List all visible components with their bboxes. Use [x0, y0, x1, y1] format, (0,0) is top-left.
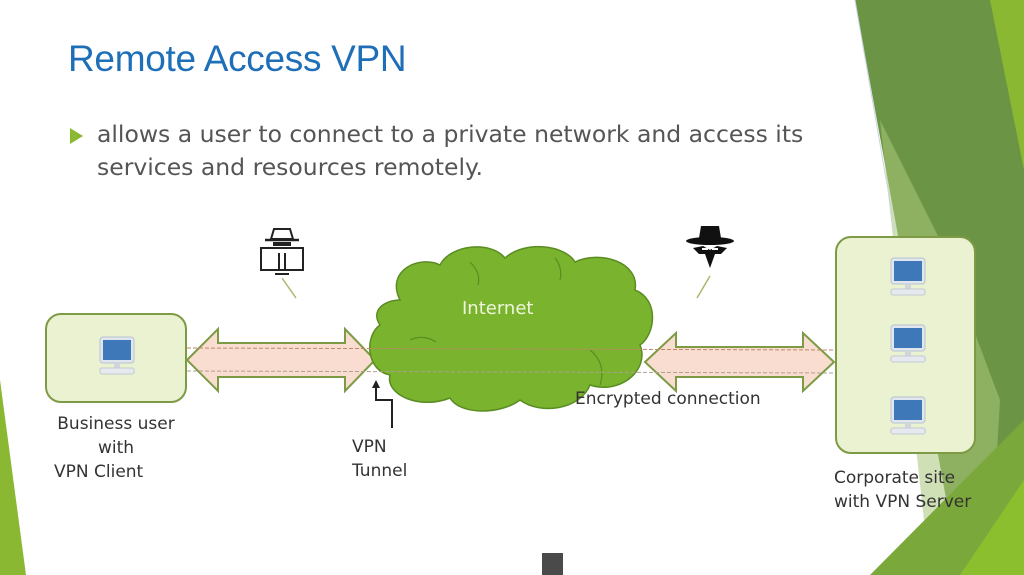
eavesdrop-arrow-right	[696, 275, 711, 299]
left-decor	[0, 380, 26, 575]
internet-label: Internet	[462, 298, 534, 319]
client-label-line3: VPN Client	[54, 462, 144, 482]
desktop-computer-icon	[99, 336, 135, 375]
desktop-computer-icon	[890, 396, 926, 435]
tunnel-label: VPN Tunnel	[352, 435, 422, 483]
bullet-text: allows a user to connect to a private ne…	[97, 120, 804, 181]
tunnel-pointer	[375, 384, 393, 428]
slide-title: Remote Access VPN	[68, 38, 407, 79]
tunnel-line-bottom	[186, 370, 836, 374]
bullet-arrow-icon	[70, 128, 83, 144]
hacker-computer-icon	[260, 228, 304, 275]
tunnel-line-top	[186, 347, 836, 351]
client-label-line2: with	[97, 438, 135, 458]
client-label-line1: Business user	[57, 414, 175, 434]
eavesdrop-arrow-left	[281, 277, 297, 299]
server-label: Corporate site with VPN Server	[834, 466, 1014, 514]
server-label-line2: with VPN Server	[834, 492, 972, 512]
right-decor-line	[854, 0, 896, 231]
right-decor-bottom2	[960, 480, 1024, 575]
internet-cloud	[369, 245, 654, 412]
right-decor-light-top	[990, 0, 1024, 170]
left-double-arrow	[185, 326, 377, 394]
desktop-computer-icon	[890, 257, 926, 296]
tunnel-pointer-arrowhead	[372, 380, 380, 388]
tunnel-label-line1: VPN	[352, 437, 387, 457]
server-label-line1: Corporate site	[834, 468, 956, 488]
client-label: Business user with VPN Client	[54, 412, 178, 484]
right-decor-bottom	[870, 420, 1024, 575]
encrypted-connection-label: Encrypted connection	[575, 389, 761, 409]
right-double-arrow	[643, 330, 836, 394]
tunnel-label-line2: Tunnel	[352, 461, 408, 481]
slide-position-marker	[542, 553, 563, 575]
client-box	[45, 313, 187, 403]
server-box	[835, 236, 976, 454]
spy-hat-icon	[686, 226, 734, 268]
desktop-computer-icon	[890, 324, 926, 363]
